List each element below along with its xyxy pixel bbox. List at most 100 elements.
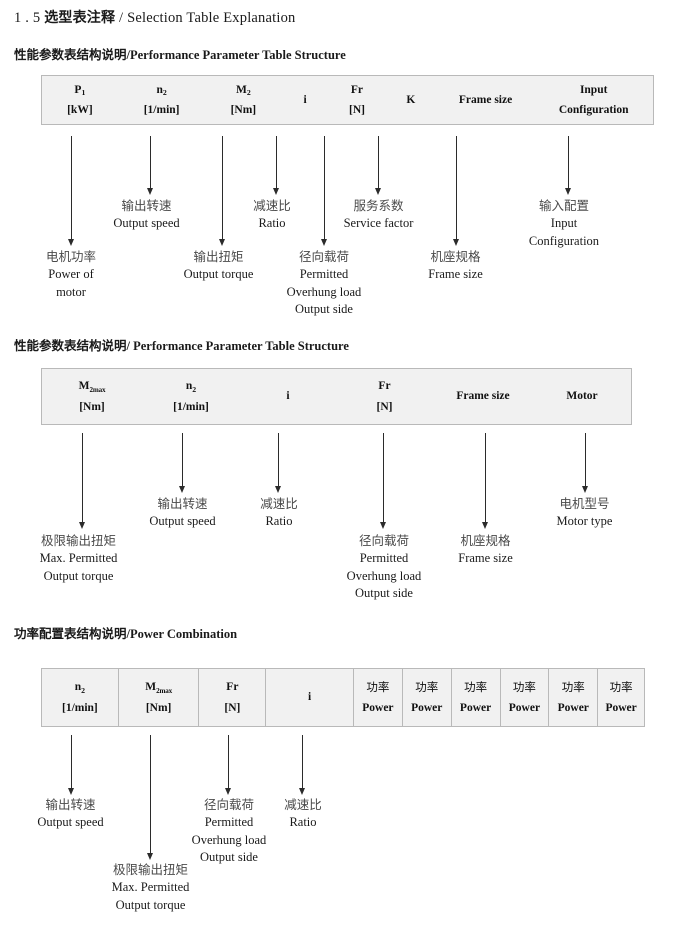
annotation-power-of-motor-en-2: motor: [56, 284, 86, 299]
arrow-to-service-factor: [374, 136, 383, 195]
table-1-col-k: K: [385, 76, 437, 124]
section-2-heading-cn: 性能参数表结构说明: [14, 338, 127, 353]
table-1-col-frame-size: Frame size: [437, 76, 535, 124]
annotation-output-torque: 输出扭矩 Output torque: [172, 248, 265, 284]
annotation-overhung-load-2-en-3: Output side: [355, 586, 413, 601]
annotation-ratio-2: 减速比 Ratio: [244, 495, 314, 531]
table-1-col-k-symbol: K: [406, 93, 416, 106]
table-2-col-fr: Fr [N]: [336, 369, 433, 424]
table-3-col-power-4-en: Power: [508, 701, 541, 714]
page-title-en: Selection Table Explanation: [127, 10, 296, 26]
table-2-col-m2max-unit: [Nm]: [79, 400, 105, 413]
annotation-input-configuration-en-1: Input: [550, 215, 578, 230]
annotation-output-speed-1: 输出转速 Output speed: [104, 197, 189, 233]
table-1-col-m2-unit: [Nm]: [230, 104, 257, 116]
annotation-max-permitted-output-torque-2-cn: 极限输出扭矩: [112, 862, 188, 877]
table-2-col-m2max-subscript: 2max: [89, 385, 106, 394]
table-2-col-n2-subscript: 2: [192, 384, 197, 394]
annotation-ratio-2-en: Ratio: [265, 513, 293, 528]
annotation-output-speed-3-cn: 输出转速: [45, 797, 96, 812]
table-3-col-m2max-symbol: M: [145, 681, 157, 694]
annotation-output-torque-cn: 输出扭矩: [193, 249, 244, 264]
table-3-col-fr-unit: [N]: [224, 701, 241, 714]
annotation-motor-type-en: Motor type: [556, 513, 613, 528]
table-2-col-i-symbol: i: [286, 390, 290, 403]
annotation-output-speed-2-cn: 输出转速: [157, 496, 208, 511]
section-3-heading-en: Power Combination: [130, 627, 238, 641]
annotation-overhung-load-3-en-3: Output side: [200, 850, 258, 865]
table-3-col-power-3-cn: 功率: [464, 680, 488, 695]
annotation-frame-size-1-cn: 机座规格: [430, 249, 481, 264]
arrow-to-output-speed-3: [67, 735, 76, 795]
annotation-input-configuration-cn: 输入配置: [538, 198, 589, 213]
table-1-col-p1-symbol: P: [74, 83, 82, 96]
arrow-to-ratio-2: [274, 433, 283, 493]
arrow-to-ratio: [272, 136, 281, 195]
arrow-to-max-permitted-output-torque-2: [146, 735, 155, 860]
table-3-col-power-1-cn: 功率: [366, 680, 390, 695]
section-2-heading-en: Performance Parameter Table Structure: [133, 339, 349, 353]
annotation-overhung-load-3-cn: 径向载荷: [203, 797, 254, 812]
section-3-heading-cn: 功率配置表结构说明: [14, 626, 127, 641]
table-3-col-n2-unit: [1/min]: [61, 701, 98, 714]
arrow-to-overhung-load-2: [379, 433, 388, 529]
arrow-to-output-speed-2: [178, 433, 187, 493]
annotation-ratio-2-cn: 减速比: [260, 496, 298, 511]
table-2-col-i: i: [240, 369, 336, 424]
table-1-col-p1: P1 [kW]: [42, 76, 118, 124]
annotation-overhung-load-3-en-2: Overhung load: [191, 832, 267, 847]
section-number: 1 . 5: [14, 10, 41, 26]
table-2-col-fr-symbol: Fr: [378, 380, 391, 393]
page-title: 1 . 5 选型表注释 / Selection Table Explanatio…: [14, 7, 296, 27]
arrow-to-overhung-load-3: [224, 735, 233, 795]
annotation-output-speed-3: 输出转速 Output speed: [28, 796, 113, 832]
table-3-col-power-4-cn: 功率: [512, 680, 536, 695]
table-2-col-m2max: M2max [Nm]: [42, 369, 142, 424]
arrow-to-output-torque: [218, 136, 227, 246]
section-2-heading: 性能参数表结构说明/ Performance Parameter Table S…: [14, 335, 349, 354]
annotation-overhung-load-2-en-1: Permitted: [359, 550, 409, 565]
table-1-col-fr-unit: [N]: [348, 104, 365, 116]
annotation-overhung-load-1-en-1: Permitted: [299, 266, 349, 281]
annotation-output-speed-2: 输出转速 Output speed: [140, 495, 225, 531]
annotation-ratio-1-en: Ratio: [258, 215, 286, 230]
annotation-ratio-3-cn: 减速比: [284, 797, 322, 812]
table-3-col-m2max: M2max [Nm]: [117, 669, 199, 726]
annotation-overhung-load-3: 径向载荷 Permitted Overhung load Output side: [174, 796, 284, 867]
annotation-frame-size-2-cn: 机座规格: [460, 533, 511, 548]
table-3-col-power-6-cn: 功率: [609, 680, 633, 695]
performance-parameter-table-1: P1 [kW] n2 [1/min] M2 [Nm] i Fr [N] K Fr…: [41, 75, 654, 125]
table-3-col-i: i: [265, 669, 353, 726]
annotation-ratio-1: 减速比 Ratio: [237, 197, 307, 233]
table-1-col-p1-subscript: 1: [81, 88, 86, 98]
annotation-overhung-load-1: 径向载荷 Permitted Overhung load Output side: [269, 248, 379, 319]
page-title-separator: /: [119, 10, 124, 26]
power-combination-table: n2 [1/min] M2max [Nm] Fr [N] i 功率 Power …: [41, 668, 645, 727]
annotation-motor-type-cn: 电机型号: [559, 496, 610, 511]
annotation-power-of-motor-en-1: Power of: [48, 266, 94, 281]
table-1-col-m2-symbol: M: [235, 83, 247, 96]
table-3-col-n2: n2 [1/min]: [42, 669, 118, 726]
table-1-col-n2-symbol: n: [156, 83, 163, 96]
table-2-col-frame-size: Frame size: [433, 369, 533, 424]
arrow-to-permitted-overhung-load: [320, 136, 329, 246]
table-2-col-n2-unit: [1/min]: [173, 400, 209, 413]
table-1-col-frame-size-label: Frame size: [458, 93, 513, 106]
annotation-max-permitted-output-torque-2-en-2: Output torque: [115, 897, 186, 912]
annotation-power-of-motor-cn: 电机功率: [45, 249, 96, 264]
table-1-col-fr: Fr [N]: [329, 76, 385, 124]
section-3-heading: 功率配置表结构说明/Power Combination: [14, 623, 237, 642]
annotation-max-permitted-output-torque-1: 极限输出扭矩 Max. Permitted Output torque: [21, 532, 136, 585]
annotation-power-of-motor: 电机功率 Power of motor: [25, 248, 117, 301]
table-3-col-power-2-cn: 功率: [415, 680, 439, 695]
arrow-to-frame-size: [452, 136, 461, 246]
table-3-col-power-4: 功率 Power: [499, 669, 549, 726]
annotation-service-factor: 服务系数 Service factor: [329, 197, 428, 233]
section-1-heading: 性能参数表结构说明/Performance Parameter Table St…: [14, 44, 346, 63]
table-1-col-p1-unit: [kW]: [67, 104, 93, 116]
arrow-to-power-of-motor: [67, 136, 76, 246]
table-1-col-fr-symbol: Fr: [350, 83, 364, 96]
annotation-frame-size-1-en: Frame size: [428, 266, 483, 281]
annotation-frame-size-1: 机座规格 Frame size: [410, 248, 501, 284]
annotation-input-configuration-en-2: Configuration: [528, 233, 600, 248]
